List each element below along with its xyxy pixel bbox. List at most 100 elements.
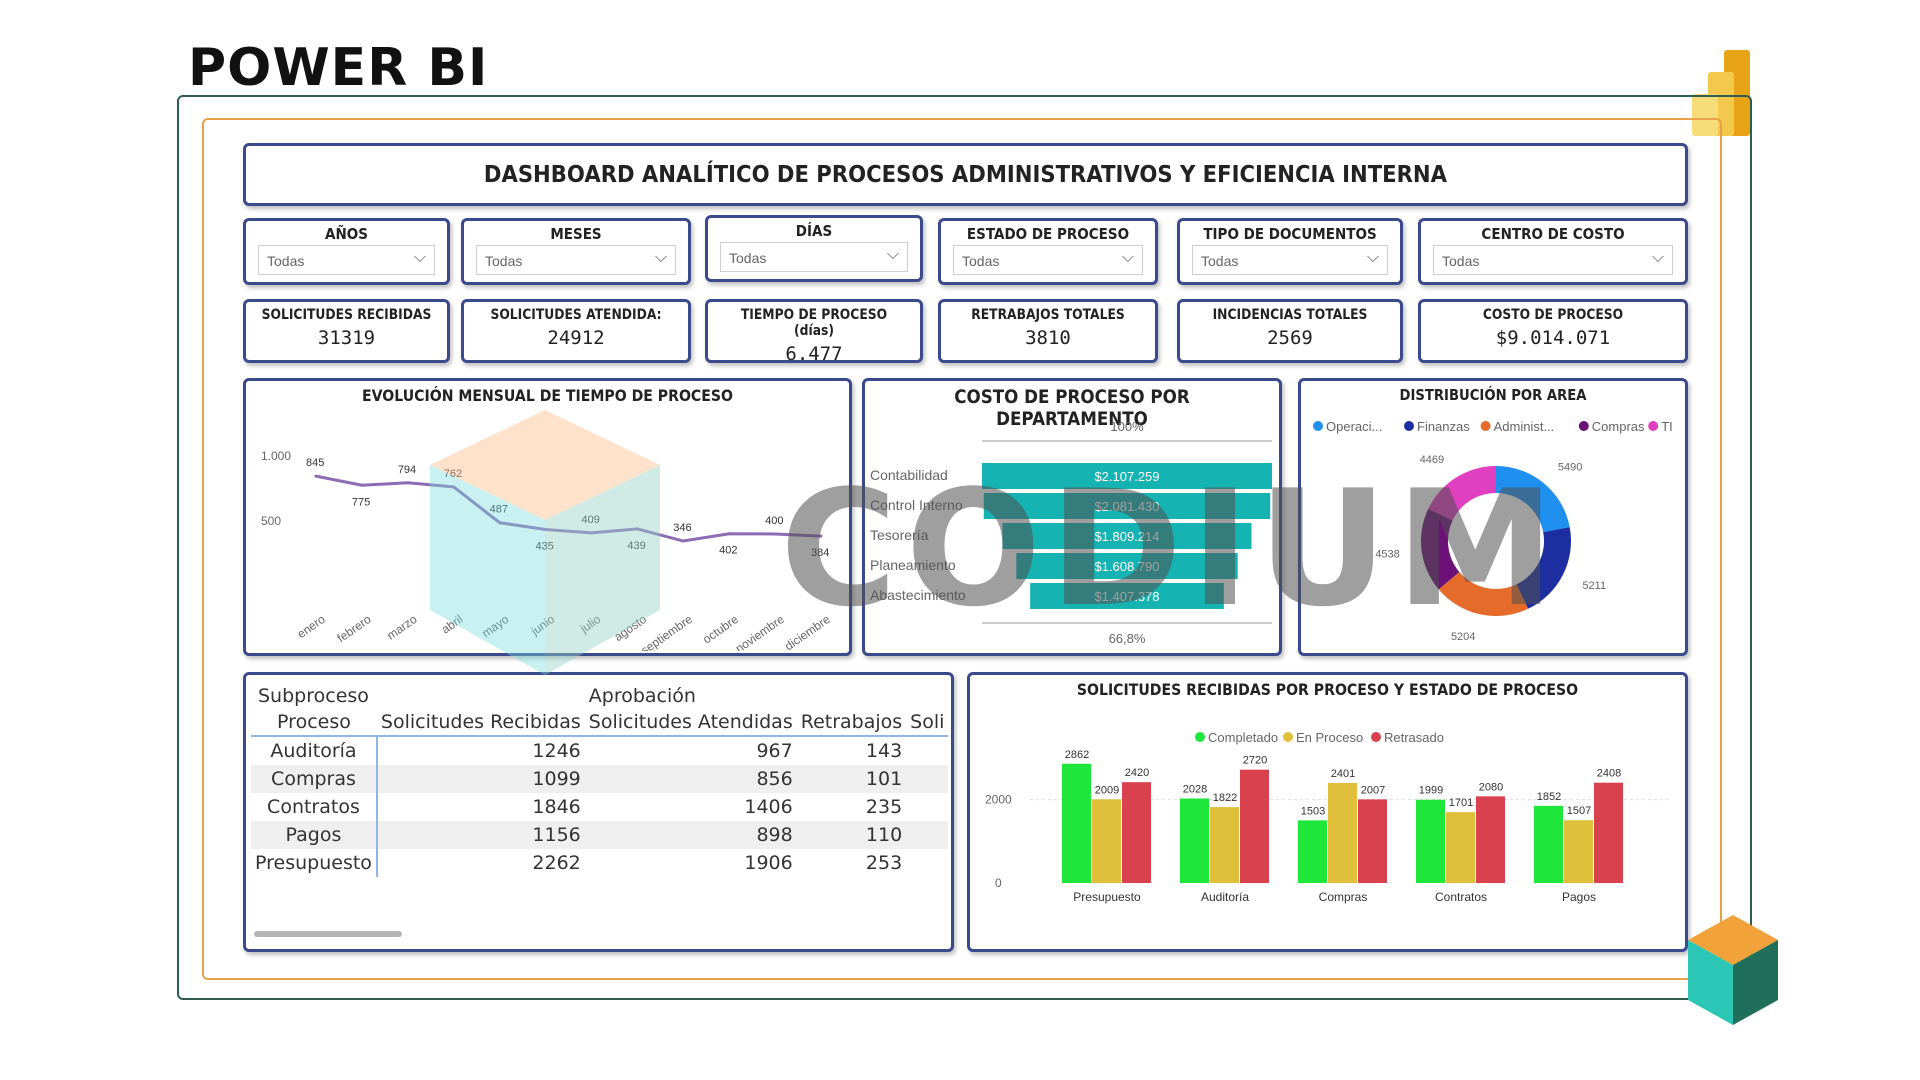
x-tick-label: junio — [528, 612, 558, 639]
bar — [1180, 798, 1209, 883]
funnel-bar — [1030, 583, 1224, 609]
table-cell: Auditoría — [251, 736, 378, 765]
table-cell: 1156 — [532, 824, 581, 846]
data-point — [773, 532, 777, 536]
x-tick-label: enero — [295, 612, 328, 641]
data-label: 794 — [398, 464, 416, 476]
horizontal-scrollbar[interactable] — [254, 931, 402, 937]
donut-slice — [1496, 466, 1570, 533]
funnel-value-label: $2.081.430 — [1094, 499, 1159, 514]
table-cell — [906, 849, 948, 877]
table-cell: 2262 — [532, 852, 581, 874]
bar-value-label: 2080 — [1479, 781, 1503, 793]
column-header[interactable]: Solicitudes Recibidas — [380, 711, 581, 733]
filter-label: AÑOS — [325, 225, 368, 243]
filter-value: Todas — [1442, 253, 1480, 269]
filter-dropdown[interactable]: Todas⌵ — [720, 242, 908, 272]
filter-document-type[interactable]: TIPO DE DOCUMENTOS Todas⌵ — [1177, 218, 1403, 285]
funnel-value-label: $1.608.790 — [1094, 559, 1159, 574]
kpi-label: INCIDENCIAS TOTALES — [1212, 307, 1368, 323]
y-tick-label: 0 — [995, 876, 1002, 890]
bar-value-label: 2408 — [1597, 768, 1621, 780]
bar-value-label: 2401 — [1331, 768, 1355, 780]
kpi-card-incidents: INCIDENCIAS TOTALES 2569 — [1177, 299, 1403, 363]
column-header[interactable]: Proceso — [277, 711, 351, 733]
filter-dropdown[interactable]: Todas⌵ — [1433, 245, 1673, 275]
table-cell: 1406 — [744, 796, 793, 818]
chevron-down-icon: ⌵ — [886, 246, 899, 263]
table-cell: 1906 — [744, 852, 793, 874]
funnel-bar — [983, 493, 1271, 519]
bar — [1328, 782, 1357, 883]
data-point — [819, 534, 823, 538]
funnel-value-label: $2.107.259 — [1094, 469, 1159, 484]
bar-value-label: 2420 — [1125, 767, 1149, 779]
bar — [1298, 820, 1327, 883]
data-label: 845 — [306, 457, 324, 469]
legend-marker — [1404, 421, 1414, 431]
table-cell: 1246 — [532, 740, 581, 762]
legend-label: Compras — [1592, 419, 1645, 434]
outer-frame — [177, 95, 1752, 1000]
inner-frame — [202, 118, 1722, 980]
filter-label: ESTADO DE PROCESO — [966, 225, 1130, 243]
kpi-value: 3810 — [1025, 327, 1071, 349]
data-point — [452, 485, 456, 489]
column-header[interactable]: Soli — [910, 711, 945, 733]
line-series — [315, 474, 822, 543]
bar — [1122, 782, 1151, 883]
legend-marker — [1371, 732, 1381, 742]
filter-dropdown[interactable]: Todas⌵ — [953, 245, 1143, 275]
column-header[interactable]: Solicitudes Atendidas — [588, 711, 793, 733]
funnel-chart-panel: COSTO DE PROCESO POR DEPARTAMENTO 100%Co… — [862, 378, 1282, 656]
x-tick-label: marzo — [384, 612, 420, 643]
kpi-card-process-cost: COSTO DE PROCESO $9.014.071 — [1418, 299, 1688, 363]
filter-label: CENTRO DE COSTO — [1481, 225, 1625, 243]
chart-title: EVOLUCIÓN MENSUAL DE TIEMPO DE PROCESO — [362, 386, 733, 405]
filter-years[interactable]: AÑOS Todas⌵ — [243, 218, 450, 285]
table-row[interactable]: Auditoría 1246 967 143 — [251, 736, 948, 765]
x-tick-label: Auditoría — [1201, 890, 1249, 904]
data-point — [498, 521, 502, 525]
filter-days[interactable]: DÍAS Todas⌵ — [705, 215, 923, 282]
slice-value-label: 5490 — [1558, 461, 1582, 473]
line-chart-panel: EVOLUCIÓN MENSUAL DE TIEMPO DE PROCESO 1… — [243, 378, 852, 656]
filter-label: MESES — [550, 225, 602, 243]
filter-process-status[interactable]: ESTADO DE PROCESO Todas⌵ — [938, 218, 1158, 285]
filter-label: TIPO DE DOCUMENTOS — [1203, 225, 1377, 243]
data-label: 487 — [490, 504, 508, 516]
filter-dropdown[interactable]: Todas⌵ — [476, 245, 676, 275]
funnel-category-label: Planeamiento — [870, 557, 956, 573]
dashboard-title: DASHBOARD ANALÍTICO DE PROCESOS ADMINIST… — [483, 161, 1448, 188]
bar — [1062, 763, 1091, 883]
bar-value-label: 1852 — [1537, 791, 1561, 803]
bar-value-label: 2028 — [1183, 784, 1207, 796]
filter-months[interactable]: MESES Todas⌵ — [461, 218, 691, 285]
kpi-card-process-time: TIEMPO DE PROCESO (días) 6.477 — [705, 299, 923, 365]
table-cell: Pagos — [251, 821, 378, 849]
bar — [1210, 807, 1239, 883]
donut-slice — [1421, 508, 1460, 590]
funnel-top-label: 100% — [1110, 419, 1144, 434]
legend-marker — [1648, 421, 1659, 431]
filter-cost-center[interactable]: CENTRO DE COSTO Todas⌵ — [1418, 218, 1688, 285]
filter-dropdown[interactable]: Todas⌵ — [1192, 245, 1388, 275]
process-table: Subproceso Aprobación Proceso Solicitude… — [251, 683, 949, 877]
table-cell: 143 — [865, 740, 903, 762]
table-cell: 967 — [756, 740, 793, 762]
brand-title: POWER BI — [188, 38, 489, 98]
x-tick-label: abril — [439, 612, 466, 636]
x-tick-label: Contratos — [1435, 890, 1487, 904]
chevron-down-icon: ⌵ — [654, 249, 667, 266]
funnel-category-label: Contabilidad — [870, 467, 948, 483]
legend-label: Completado — [1208, 730, 1278, 745]
funnel-bottom-label: 66,8% — [1109, 631, 1146, 646]
column-header[interactable]: Retrabajos — [800, 711, 903, 733]
filter-dropdown[interactable]: Todas⌵ — [258, 245, 435, 275]
x-tick-label: septiembre — [638, 612, 695, 651]
